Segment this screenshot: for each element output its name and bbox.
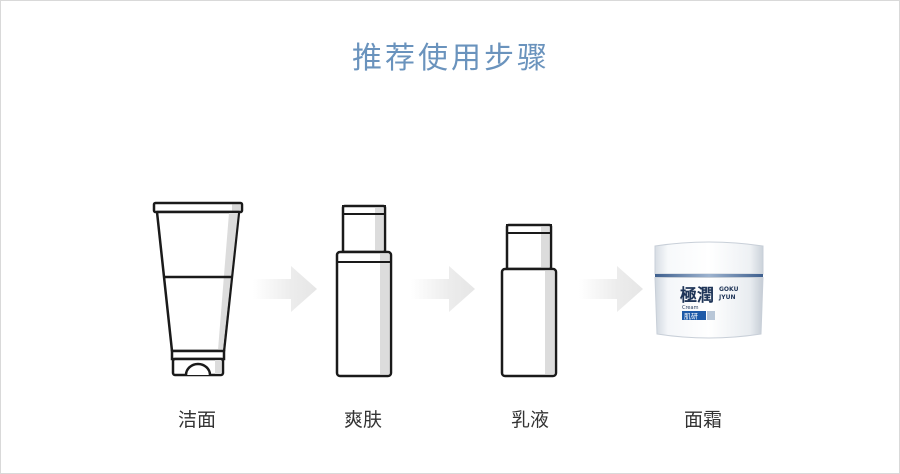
jar-sub2-text: JYUN <box>718 294 735 301</box>
arrow-right-icon <box>579 266 643 312</box>
jar-badge-text: 肌研 <box>684 313 698 321</box>
step-label-cleanse: 洁面 <box>177 409 216 431</box>
cream-jar-icon: 極潤 GOKU JYUN Cream 肌研 <box>654 241 764 339</box>
step-label-tone: 爽肤 <box>343 409 382 431</box>
jar-sub1-text: GOKU <box>719 286 739 293</box>
arrow-right-icon <box>411 266 475 312</box>
toner-bottle-icon <box>335 204 393 378</box>
arrow-right-icon <box>253 266 317 312</box>
jar-brand-text: 極潤 <box>680 285 714 306</box>
step-label-cream: 面霜 <box>683 409 722 431</box>
page-title: 推荐使用步骤 <box>352 41 550 76</box>
jar-type-text: Cream <box>682 305 699 311</box>
step-label-emulsion: 乳液 <box>510 409 549 431</box>
cleanser-tube-icon <box>152 201 244 377</box>
lotion-bottle-icon <box>500 223 558 378</box>
